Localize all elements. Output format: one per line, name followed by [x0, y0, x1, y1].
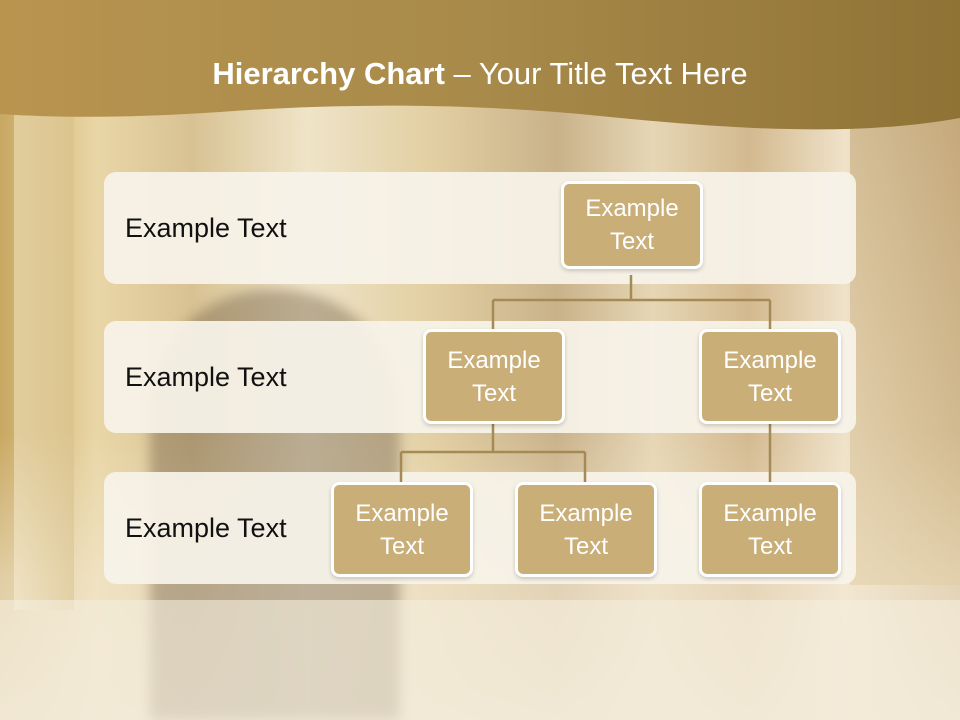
node-level3-left[interactable]: Example Text: [331, 482, 473, 577]
row-band-1: Example Text: [104, 172, 856, 284]
node-level3-right[interactable]: Example Text: [699, 482, 841, 577]
title-header: Hierarchy Chart – Your Title Text Here: [0, 0, 960, 140]
node-level3-right-label: Example Text: [723, 499, 817, 560]
row-label-1: Example Text: [125, 212, 287, 243]
background-floor: [0, 600, 960, 720]
node-level3-middle-label: Example Text: [539, 499, 633, 560]
title-rest: – Your Title Text Here: [444, 56, 748, 91]
background-shelf: [850, 115, 960, 585]
node-level3-left-label: Example Text: [355, 499, 449, 560]
node-root[interactable]: Example Text: [561, 181, 703, 269]
row-label-3: Example Text: [125, 512, 287, 543]
node-root-label: Example Text: [585, 195, 679, 255]
node-level3-middle[interactable]: Example Text: [515, 482, 657, 577]
header-wave: [0, 0, 960, 130]
node-level2-left[interactable]: Example Text: [423, 329, 565, 424]
node-level2-right[interactable]: Example Text: [699, 329, 841, 424]
row-label-2: Example Text: [125, 361, 287, 392]
node-level2-left-label: Example Text: [447, 346, 541, 407]
title-bold: Hierarchy Chart: [212, 56, 445, 91]
slide-title: Hierarchy Chart – Your Title Text Here: [0, 56, 960, 92]
node-level2-right-label: Example Text: [723, 346, 817, 407]
background-door: [14, 110, 74, 610]
